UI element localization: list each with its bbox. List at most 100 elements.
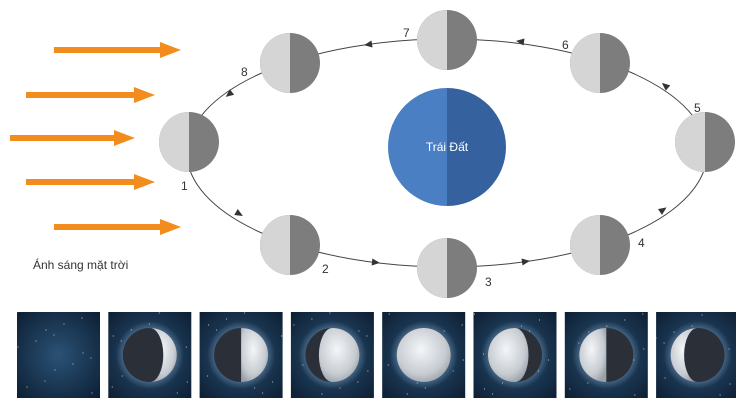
earth-label: Trái Đất — [426, 140, 469, 154]
moon-lit-part — [488, 328, 529, 382]
star — [538, 319, 541, 321]
star — [82, 352, 84, 354]
orbit-arrowhead — [225, 89, 235, 97]
moon-phase-photo — [108, 312, 192, 398]
star — [207, 375, 209, 377]
moon-lit-part — [318, 328, 360, 382]
star — [634, 394, 636, 396]
star — [491, 393, 494, 395]
star — [186, 381, 188, 383]
star — [655, 337, 657, 339]
sunlight-label: Ánh sáng mặt trời — [33, 257, 128, 272]
moon-phase-photo — [16, 311, 100, 398]
star — [329, 312, 331, 314]
star — [311, 318, 313, 320]
star — [16, 311, 18, 313]
star — [112, 335, 114, 337]
star — [72, 363, 74, 365]
position-number: 7 — [403, 26, 410, 40]
star — [81, 317, 83, 319]
moon-lit-side — [570, 215, 600, 275]
star — [663, 342, 665, 344]
moon-lit-side — [260, 215, 290, 275]
star — [643, 348, 645, 350]
orbit-moon — [417, 10, 477, 70]
sun-ray-arrow — [10, 130, 135, 146]
moon-lit-side — [570, 33, 600, 93]
star — [254, 387, 256, 389]
star — [44, 380, 46, 382]
star — [185, 346, 187, 348]
orbit-arrowhead — [234, 208, 243, 216]
star — [729, 383, 731, 385]
star — [461, 324, 463, 326]
moon-phase-photo — [473, 312, 557, 398]
star — [569, 388, 571, 390]
star — [111, 386, 113, 388]
sunlight-rays — [10, 42, 181, 235]
star — [483, 388, 486, 390]
orbit-moon — [570, 215, 630, 275]
star — [121, 375, 123, 377]
star — [26, 386, 28, 388]
position-number: 1 — [181, 179, 188, 193]
position-number: 2 — [322, 262, 329, 276]
star — [719, 394, 721, 396]
moon-lit-part — [579, 328, 607, 382]
orbit-arrowhead — [661, 82, 671, 91]
star — [281, 335, 283, 337]
star — [358, 330, 360, 332]
orbit-moon — [260, 215, 320, 275]
star — [53, 334, 55, 336]
star — [226, 318, 228, 320]
star — [701, 314, 703, 316]
star — [406, 393, 408, 395]
moon-lit-part — [670, 328, 698, 382]
moon-phase-photo — [655, 312, 736, 398]
star — [388, 313, 390, 315]
orbit-direction-arrows — [225, 38, 671, 266]
star — [387, 364, 389, 366]
orbit-arrowhead — [371, 258, 380, 266]
position-numbers: 1 2 3 4 5 6 7 8 — [181, 26, 701, 289]
star — [208, 324, 210, 326]
sun-ray-arrow — [26, 87, 155, 103]
moon-lit-side — [417, 238, 447, 298]
orbit-arrowhead — [657, 207, 667, 215]
moon-lit-side — [417, 10, 447, 70]
moon-phase-photo — [199, 312, 283, 398]
orbit-arrowhead — [364, 40, 373, 48]
sun-ray-arrow — [26, 174, 155, 190]
star — [664, 377, 666, 379]
star — [321, 393, 323, 395]
position-number: 3 — [485, 275, 492, 289]
position-number: 6 — [562, 38, 569, 52]
star — [262, 392, 264, 394]
night-sky-tile — [17, 312, 100, 398]
position-number: 5 — [694, 101, 701, 115]
star — [244, 312, 246, 314]
star — [63, 323, 65, 325]
star — [462, 359, 464, 361]
star — [216, 329, 218, 331]
star — [158, 312, 160, 314]
moon-lit-side — [260, 33, 290, 93]
position-number: 4 — [638, 236, 645, 250]
position-number: 8 — [241, 65, 248, 79]
moon-lit-side — [675, 112, 705, 172]
star — [366, 335, 368, 337]
star — [45, 329, 47, 331]
star — [642, 313, 644, 315]
moon-lit-part — [241, 328, 269, 382]
star — [293, 324, 295, 326]
star — [367, 370, 369, 372]
moon-phase-photo — [382, 312, 466, 398]
moon-phase-photo — [564, 312, 648, 398]
orbit-arrowhead — [521, 258, 530, 266]
moon-lit-part — [149, 328, 177, 382]
star — [90, 357, 92, 359]
orbit-moon — [570, 33, 630, 93]
star — [176, 392, 178, 394]
orbit-arrowhead — [516, 38, 525, 46]
moon-phase-photo — [290, 312, 374, 398]
